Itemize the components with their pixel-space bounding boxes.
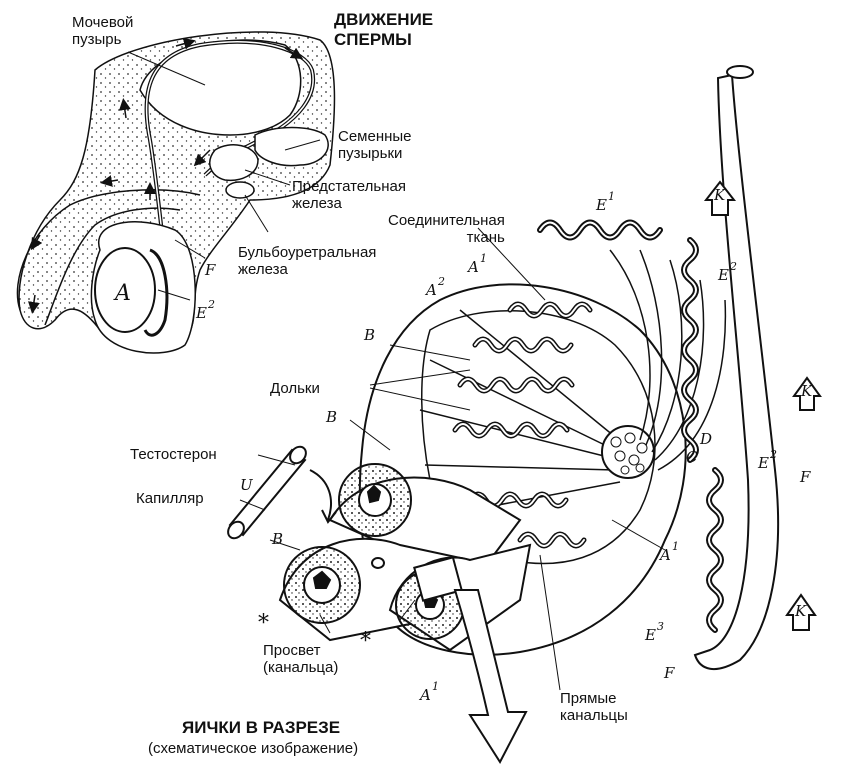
male-pelvis-figure: [17, 32, 334, 353]
label-seminal-vesicles: Семенные пузырьки: [338, 128, 412, 162]
letter-E2-mid: E: [757, 454, 769, 472]
letter-B-2: B: [325, 408, 337, 426]
letter-E3-sup: 3: [657, 620, 664, 633]
label-lumen: Просвет (канальца): [263, 642, 338, 676]
letter-F-top: F: [204, 261, 216, 279]
title-section: ЯИЧКИ В РАЗРЕЗЕ: [182, 718, 340, 737]
letter-D: D: [699, 430, 712, 448]
letter-E2-top-sup: 2: [207, 298, 215, 311]
label-capillary: Капилляр: [136, 490, 204, 507]
label-straight-tubules: Прямые канальцы: [560, 690, 628, 724]
letter-A1-top: A: [466, 258, 479, 276]
letter-E1: E: [595, 196, 607, 214]
label-connective-tissue: Соединительная ткань: [388, 212, 505, 246]
letter-A1-bottom: A: [418, 686, 431, 704]
letter-K-2: K: [800, 382, 813, 400]
letter-K-1: K: [713, 186, 726, 204]
title-sperm-movement: ДВИЖЕНИЕ СПЕРМЫ: [334, 10, 433, 50]
letter-A1-mid-sup: 1: [672, 540, 679, 553]
letter-B-3: B: [271, 530, 283, 548]
letter-E1-sup: 1: [608, 190, 615, 203]
letter-A1-top-sup: 1: [480, 252, 487, 265]
vas-deferens-tube: [695, 66, 820, 669]
letter-A1-bottom-sup: 1: [432, 680, 439, 693]
letter-A1-mid: A: [658, 546, 671, 564]
letter-K-3: K: [794, 602, 807, 620]
letter-E2-right-sup: 2: [729, 260, 737, 273]
letter-F-bottom: F: [663, 664, 675, 682]
letter-A2: A: [424, 281, 437, 299]
label-lobules: Дольки: [270, 380, 320, 397]
letter-A: A: [113, 281, 131, 306]
label-testosterone: Тестостерон: [130, 446, 217, 463]
letter-E2-mid-sup: 2: [769, 448, 777, 461]
letter-E2-right: E: [717, 266, 729, 284]
asterisk-2: *: [360, 629, 371, 654]
letter-A2-sup: 2: [437, 275, 445, 288]
label-bladder: Мочевой пузырь: [72, 14, 133, 48]
letter-C: C: [686, 448, 698, 466]
asterisk-1: *: [258, 611, 269, 636]
label-prostate: Предстательная железа: [292, 178, 406, 212]
letter-E3: E: [644, 626, 656, 644]
letter-E2-top: E: [195, 304, 207, 322]
label-bulbourethral: Бульбоуретральная железа: [238, 244, 376, 278]
letter-U: U: [240, 476, 254, 494]
letter-B-1: B: [363, 326, 375, 344]
subtitle-section: (схематическое изображение): [148, 740, 358, 757]
letter-F-right: F: [799, 468, 811, 486]
